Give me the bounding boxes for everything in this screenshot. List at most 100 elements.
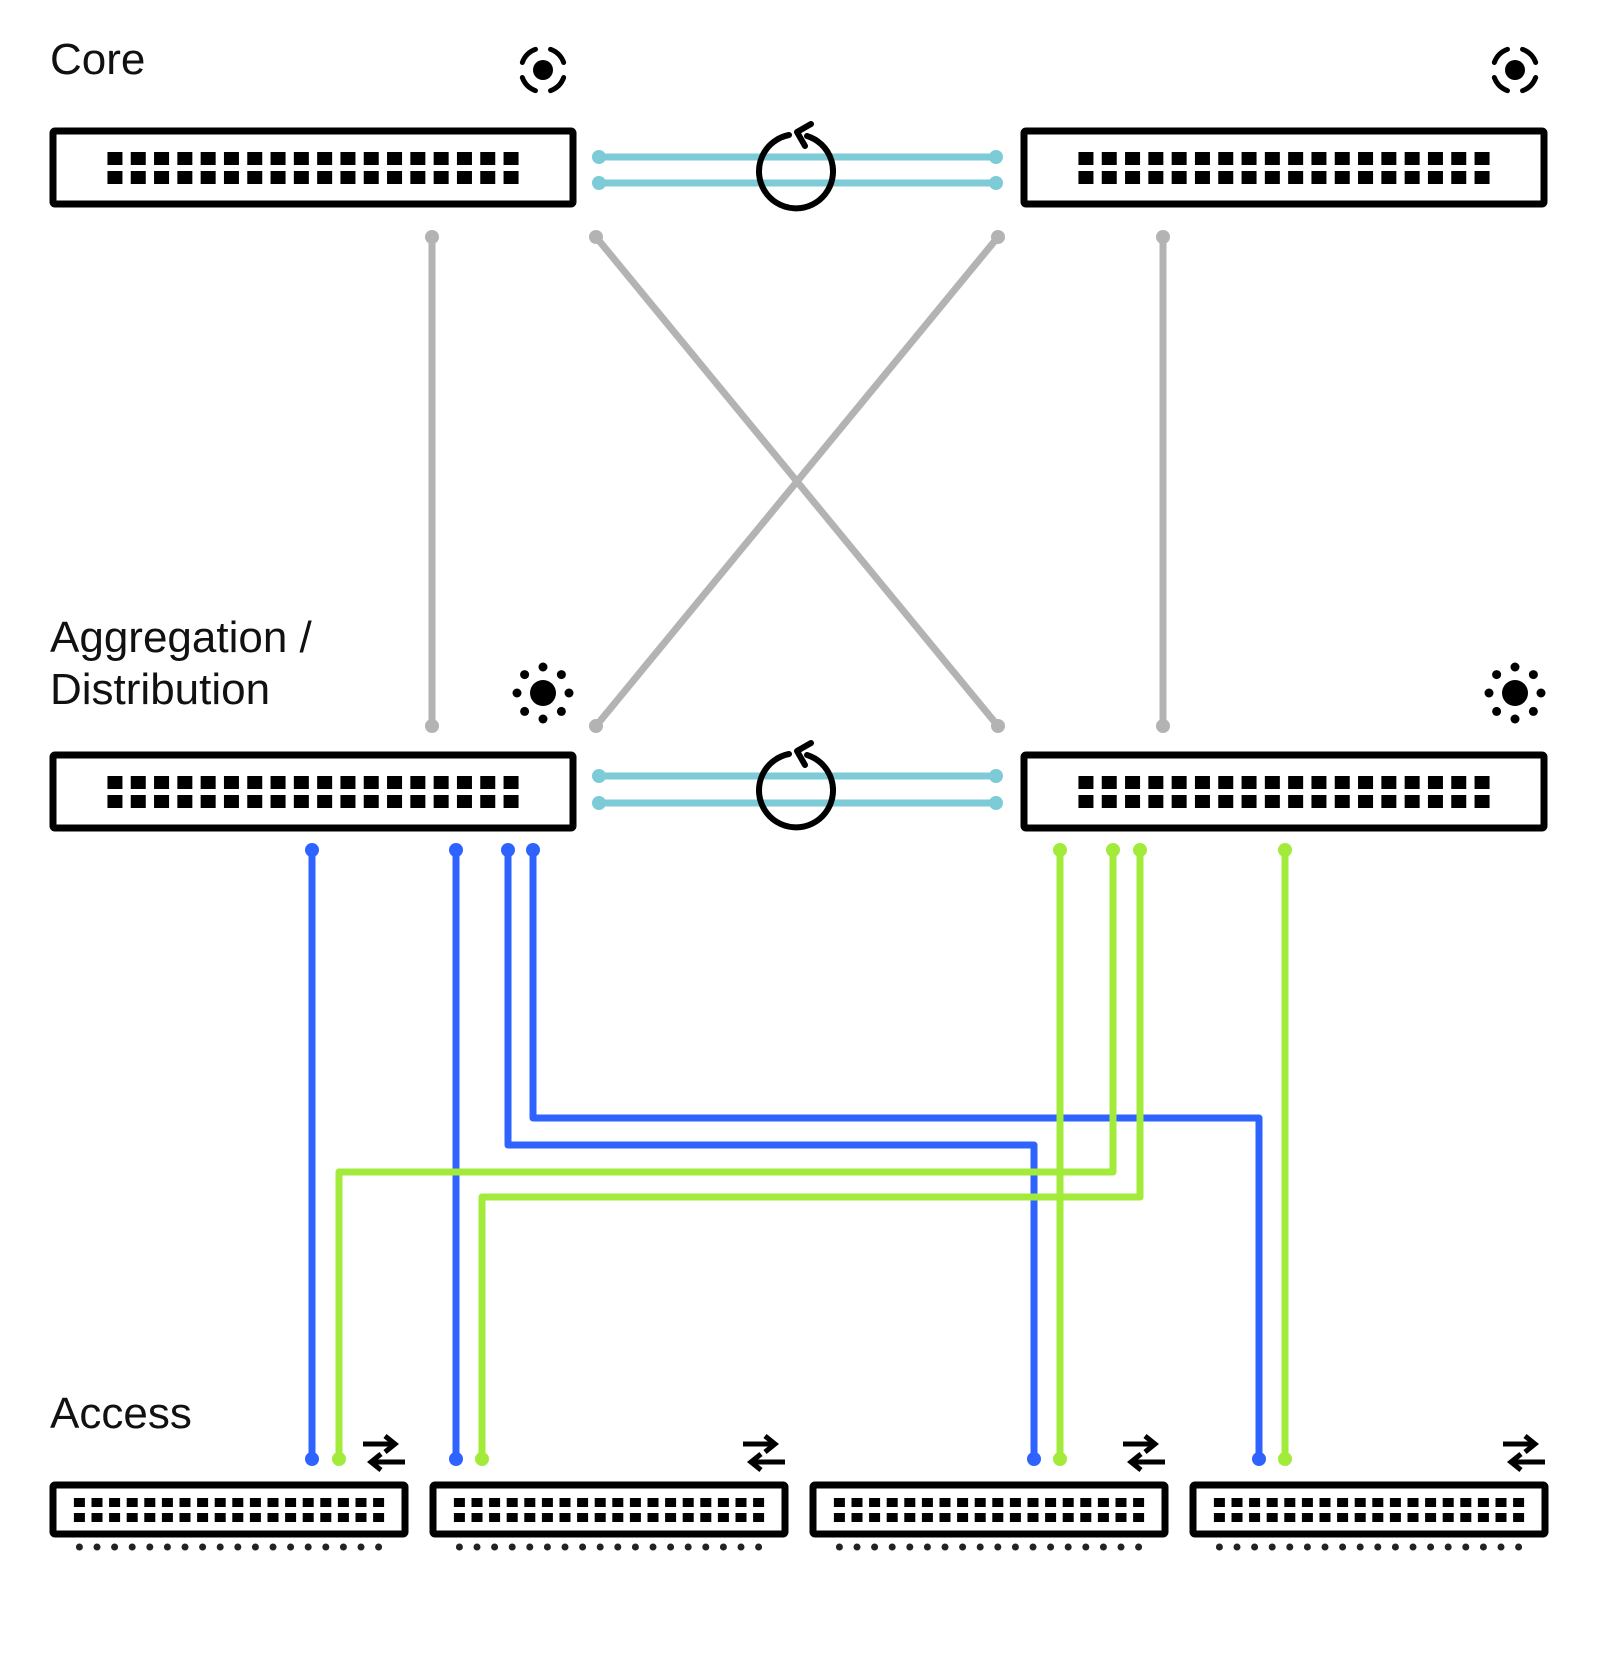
switch-port [1171,795,1187,808]
access-4-client-cables [1215,1543,1523,1607]
switch-port [577,1498,589,1507]
layer-label-aggregation: Aggregation / Distribution [50,612,312,716]
link-agg2-access1-end-a [1106,843,1120,857]
switch-port [992,1513,1004,1522]
access-switch-1[interactable] [49,1481,409,1538]
switch-port [1101,776,1117,789]
switch-port [506,1498,518,1507]
switch-port [629,1513,641,1522]
switch-port [665,1513,677,1522]
switch-port [647,1513,659,1522]
client-cable-plug [199,1543,207,1551]
switch-port [249,1513,261,1522]
switch-port [355,1513,367,1522]
client-cable-plug [93,1543,101,1551]
core-switch-2[interactable] [1020,127,1548,208]
switch-port [1097,1513,1109,1522]
switch-port [559,1498,571,1507]
client-cable-plug [1444,1543,1452,1551]
broadcast-center [533,60,553,80]
client-cable-plug [1356,1543,1364,1551]
switch-port [109,1513,121,1522]
layer-label-core: Core [50,35,146,84]
client-cable-plug [508,1543,516,1551]
switch-port [1427,152,1443,165]
switch-port [503,795,519,808]
switch-port [270,776,286,789]
switch-port [1062,1498,1074,1507]
client-cable-plug [111,1543,119,1551]
switch-port [373,1498,385,1507]
link-agg2-access2 [478,850,1144,1459]
switch-port [1372,1513,1384,1522]
switch-port [1078,152,1094,165]
switch-port [594,1498,606,1507]
broadcast-arc [1491,75,1510,94]
switch-port [1125,152,1141,165]
client-cable-plug [976,1543,984,1551]
aggregation-switch-1[interactable] [49,751,577,832]
client-cable-plug [1215,1543,1223,1551]
switch-port [320,1513,332,1522]
switch-port [247,152,263,165]
switch-port [270,152,286,165]
switch-port [1381,795,1397,808]
link-agg1-access4-end-a [526,843,540,857]
loop-arc [756,132,836,212]
sun-ray-dot [1510,714,1520,724]
core-switch-1[interactable] [49,127,577,208]
switch-port [1231,1498,1243,1507]
link-core1-agg1-end-b [425,719,439,733]
switch-port [1474,795,1490,808]
client-cable-plug [631,1543,639,1551]
client-cable-plug [1064,1543,1072,1551]
client-cable-plug [181,1543,189,1551]
access-switch-4[interactable] [1189,1481,1549,1538]
stack-core-link-1-end-b [989,150,1003,164]
switch-port [1194,152,1210,165]
switch-port [1078,171,1094,184]
switch-port [1027,1498,1039,1507]
switch-port [1264,152,1280,165]
switch-port [1381,171,1397,184]
switch-port [387,152,403,165]
switch-port [154,795,170,808]
client-cable-plug [251,1543,259,1551]
aggregation-switch-2[interactable] [1020,751,1548,832]
link-agg2-access1 [335,850,1117,1459]
client-cable-plug [1427,1543,1435,1551]
switch-port [957,1513,969,1522]
client-cable-plug [375,1543,383,1551]
link-agg2-access3-end-a [1053,843,1067,857]
switch-port [267,1513,279,1522]
switch-port [904,1513,916,1522]
switch-port [200,795,216,808]
switch-port [1319,1498,1331,1507]
link-core2-agg1 [592,233,1002,730]
switch-port [480,795,496,808]
switch-port [1218,171,1234,184]
switch-port [232,1513,244,1522]
client-cable-plug [871,1543,879,1551]
switch-port [232,1498,244,1507]
switch-port [1171,776,1187,789]
switch-port [1381,152,1397,165]
switch-port [154,171,170,184]
sun-ray-dot [1528,706,1538,716]
client-cable-plug [1286,1543,1294,1551]
switch-port [1451,776,1467,789]
switch-port [214,1513,226,1522]
access-switch-2[interactable] [429,1481,789,1538]
switch-port [107,152,123,165]
switch-port [1311,171,1327,184]
client-cable-plug [543,1543,551,1551]
switch-port [1125,776,1141,789]
switch-port [1301,1513,1313,1522]
switch-port [471,1498,483,1507]
access-1-swap-arrows-icon [363,1434,405,1472]
access-switch-3[interactable] [809,1481,1169,1538]
switch-port [73,1513,85,1522]
layer-label-aggregation-line2: Distribution [50,665,271,714]
switch-port [1249,1498,1261,1507]
link-agg2-access2-end-b [475,1452,489,1466]
